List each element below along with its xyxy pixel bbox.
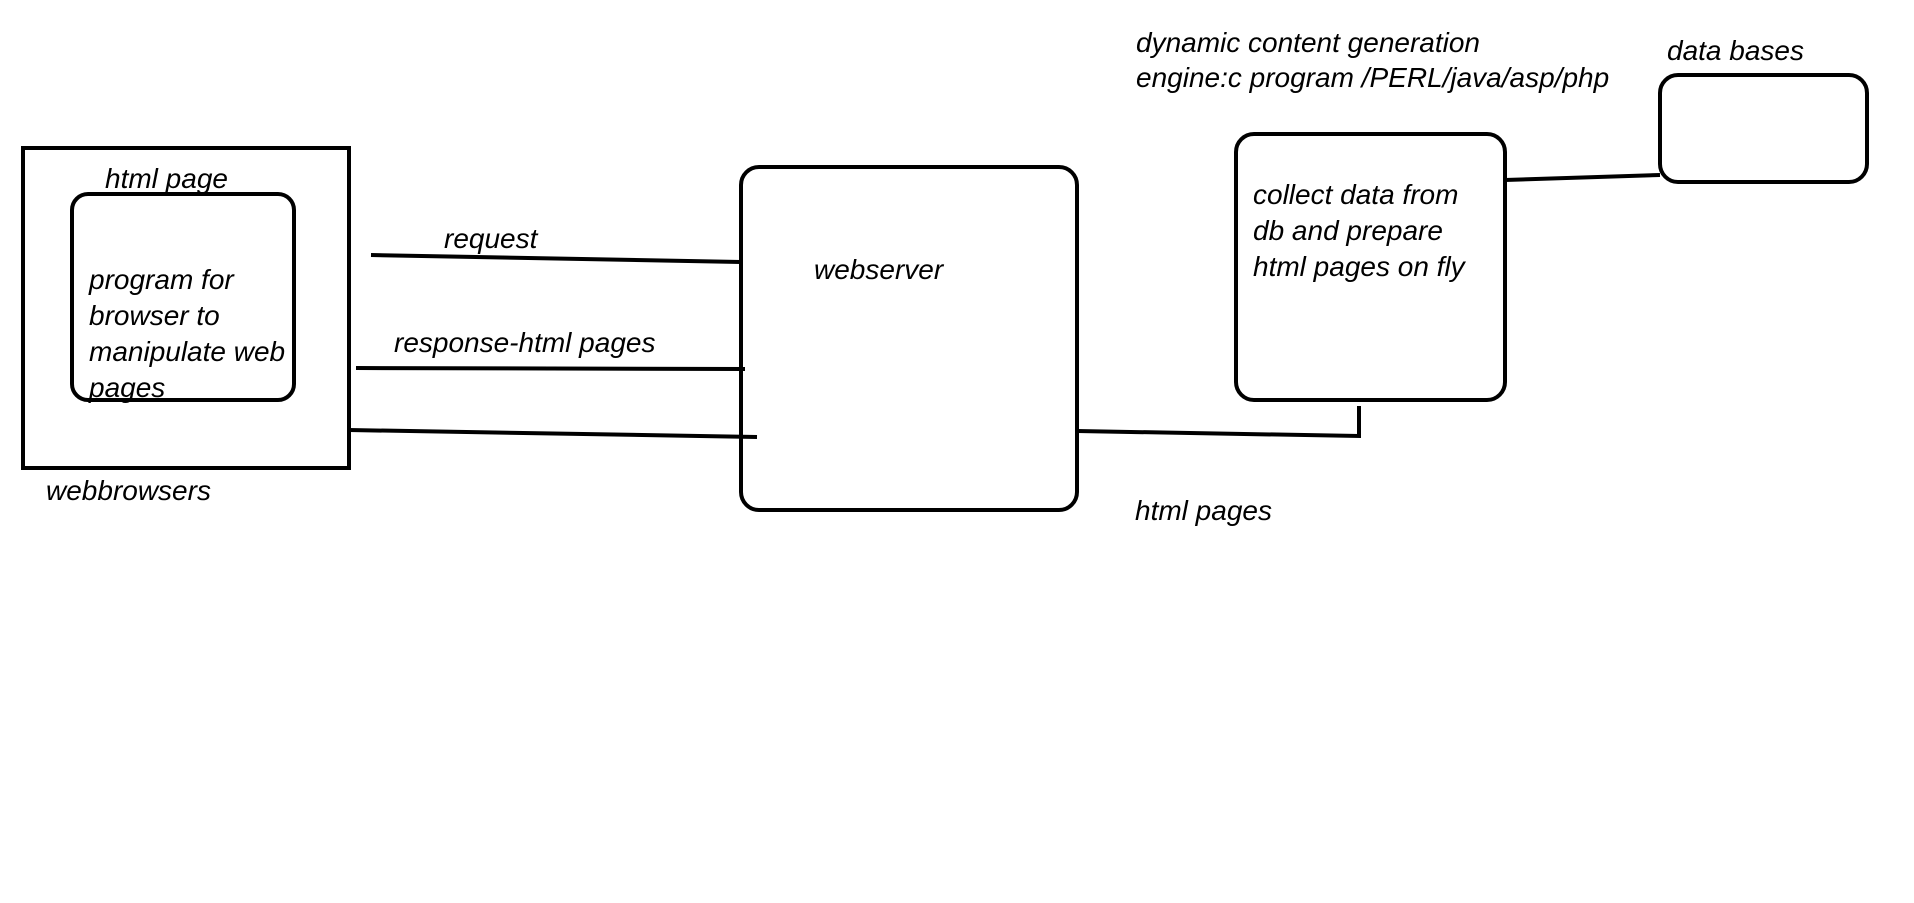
engine-database-connector	[1504, 173, 1661, 182]
html-pages-label: html pages	[1135, 495, 1272, 526]
html-page-box	[70, 192, 296, 402]
webbrowser-box	[21, 146, 351, 470]
databases-box	[1658, 73, 1869, 184]
databases-label: data bases	[1667, 35, 1804, 66]
browser-server-connector	[348, 428, 758, 439]
engine-box	[1234, 132, 1507, 402]
webbrowsers-label: webbrowsers	[46, 475, 211, 506]
browser-program-label: program for browser to manipulate web pa…	[89, 264, 286, 403]
html-page-label: html page	[105, 163, 228, 194]
webserver-label: webserver	[814, 254, 944, 285]
engine-title-line1: dynamic content generation	[1136, 27, 1480, 58]
response-label: response-html pages	[394, 327, 656, 358]
engine-title-line2: engine:c program /PERL/java/asp/php	[1136, 62, 1610, 93]
response-connector	[355, 366, 746, 371]
request-label: request	[444, 223, 538, 254]
server-engine-connector	[1076, 406, 1361, 439]
request-connector	[370, 253, 742, 264]
webserver-box	[739, 165, 1079, 512]
engine-box-label: collect data from db and prepare html pa…	[1253, 179, 1465, 282]
